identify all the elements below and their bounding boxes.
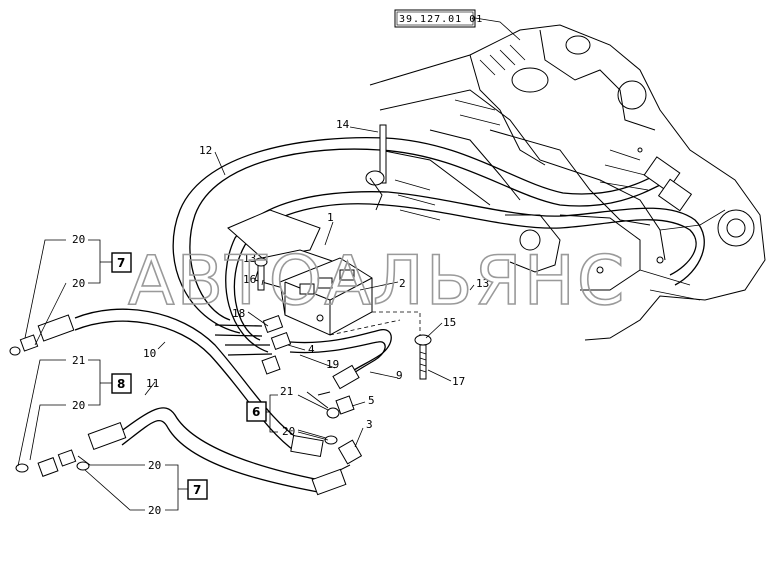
svg-text:7: 7 — [117, 256, 125, 270]
callout-labels: 12 14 1 13 16 2 13 18 4 19 9 15 17 21 20… — [72, 118, 489, 517]
kit-box-7-top: 7 — [111, 252, 132, 273]
valve-fittings — [214, 314, 292, 375]
callout-13: 13 — [243, 252, 256, 265]
svg-text:7: 7 — [193, 483, 201, 497]
svg-text:8: 8 — [117, 377, 125, 391]
hose-11 — [15, 407, 351, 496]
callout-2: 2 — [399, 277, 406, 290]
svg-text:6: 6 — [252, 405, 260, 419]
callout-18: 18 — [232, 307, 245, 320]
callout-15: 15 — [443, 316, 456, 329]
kit-box-7-bottom: 7 — [187, 479, 208, 500]
callout-20-d: 20 — [148, 459, 161, 472]
callout-20-e: 20 — [148, 504, 161, 517]
callout-20-c: 20 — [72, 399, 85, 412]
callout-11: 11 — [146, 377, 159, 390]
callout-14: 14 — [336, 118, 350, 131]
callout-12: 12 — [199, 144, 212, 157]
callout-10: 10 — [143, 347, 156, 360]
callout-16: 16 — [243, 273, 256, 286]
bolt-13 — [254, 257, 268, 291]
watermark: АВТОАЛЬЯНС — [128, 242, 626, 321]
leader-lines — [17, 126, 475, 511]
valve-assembly — [227, 209, 421, 345]
callout-4: 4 — [308, 343, 315, 356]
callout-20-b: 20 — [72, 277, 85, 290]
callout-1: 1 — [327, 211, 334, 224]
callout-20-kit6: 20 — [282, 425, 295, 438]
callout-21-kit8: 21 — [72, 354, 85, 367]
callout-21-kit6: 21 — [280, 385, 293, 398]
hose-12 — [172, 137, 705, 353]
kit-box-6: 6 — [246, 401, 267, 422]
callout-20-a: 20 — [72, 233, 85, 246]
callout-19: 19 — [326, 358, 339, 371]
reference-box: 39.127.01 01 — [394, 9, 521, 41]
callout-3: 3 — [366, 418, 373, 431]
bolt-17 — [414, 334, 432, 380]
callout-13-right: 13 — [476, 277, 489, 290]
callout-9: 9 — [396, 369, 403, 382]
hose-9 — [289, 329, 392, 396]
callout-5: 5 — [368, 394, 375, 407]
fittings-right — [324, 395, 363, 465]
bolt-14 — [365, 124, 387, 211]
kit-box-8: 8 — [111, 373, 132, 394]
hose-10 — [9, 308, 324, 458]
reference-code: 39.127.01 01 — [399, 14, 483, 25]
callout-17: 17 — [452, 375, 465, 388]
